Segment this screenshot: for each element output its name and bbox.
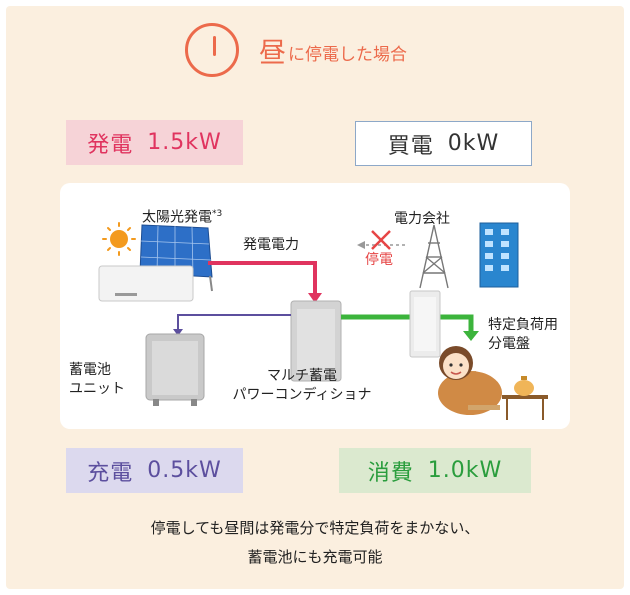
battery-label-line1: 蓄電池 — [69, 362, 111, 378]
footer-line1: 停電しても昼間は発電分で特定負荷をまかない、 — [150, 519, 480, 537]
generation-value: 1.5kW — [147, 130, 222, 155]
utility-company-label: 電力会社 — [394, 211, 450, 227]
generation-stat: 発電 1.5kW — [66, 120, 243, 165]
generated-power-label: 発電電力 — [243, 237, 299, 253]
purchase-value: 0kW — [447, 131, 500, 156]
diagram-graphics — [98, 222, 548, 420]
generation-label: 発電 — [87, 132, 134, 158]
footer-line2: 蓄電池にも充電可能 — [247, 548, 383, 566]
consumption-flow-arrow — [341, 314, 474, 333]
distribution-panel-label: 特定負荷用 分電盤 — [488, 316, 558, 354]
table-icon — [502, 376, 548, 420]
distribution-panel-icon — [409, 290, 441, 358]
consumption-value: 1.0kW — [427, 458, 503, 483]
pcs-label: マルチ蓄電 パワーコンディショナ — [232, 367, 372, 405]
outage-label: 停電 — [365, 252, 393, 268]
generation-flow-arrow — [208, 261, 317, 295]
sun-icon — [102, 222, 136, 256]
generation-arrow-head — [308, 293, 322, 303]
title-emphasis: 昼 — [259, 37, 286, 69]
battery-unit-icon — [145, 333, 205, 406]
panel-label-line1: 特定負荷用 — [488, 317, 558, 333]
power-tower-icon — [419, 224, 449, 289]
panel-label-line2: 分電盤 — [488, 335, 530, 352]
outage-x-icon — [371, 230, 391, 250]
charge-label: 充電 — [87, 460, 134, 486]
charge-arrow-head — [173, 329, 183, 336]
pcs-label-line1: マルチ蓄電 — [267, 368, 337, 384]
consumption-arrow-head — [463, 331, 479, 341]
battery-label-line2: ユニット — [69, 380, 125, 397]
battery-unit-label: 蓄電池 ユニット — [69, 361, 125, 399]
pcs-unit-icon — [290, 300, 342, 382]
clock-icon — [185, 23, 239, 77]
charge-value: 0.5kW — [147, 458, 222, 483]
charge-stat: 充電 0.5kW — [66, 448, 243, 493]
woman-with-tea-icon — [438, 346, 502, 415]
title-text: に停電した場合 — [288, 45, 407, 65]
solar-label-text: 太陽光発電 — [142, 209, 212, 226]
pcs-label-line2: パワーコンディショナ — [232, 386, 372, 403]
power-conditioner-small-icon — [98, 265, 194, 302]
power-flow-diagram: 太陽光発電*3 発電電力 電力会社 停電 蓄電池 ユニット マルチ蓄電 パワーコ… — [60, 183, 570, 429]
charge-flow-arrow — [177, 314, 291, 331]
consumption-label: 消費 — [367, 460, 414, 486]
solar-label: 太陽光発電*3 — [142, 208, 222, 228]
building-icon — [479, 222, 519, 288]
consumption-stat: 消費 1.0kW — [339, 448, 531, 493]
grid-arrow-head — [357, 241, 365, 249]
purchase-stat: 買電 0kW — [355, 121, 532, 166]
solar-footnote-mark: *3 — [212, 209, 223, 219]
purchase-label: 買電 — [387, 133, 434, 159]
page-title: 昼 に停電した場合 — [185, 20, 407, 80]
